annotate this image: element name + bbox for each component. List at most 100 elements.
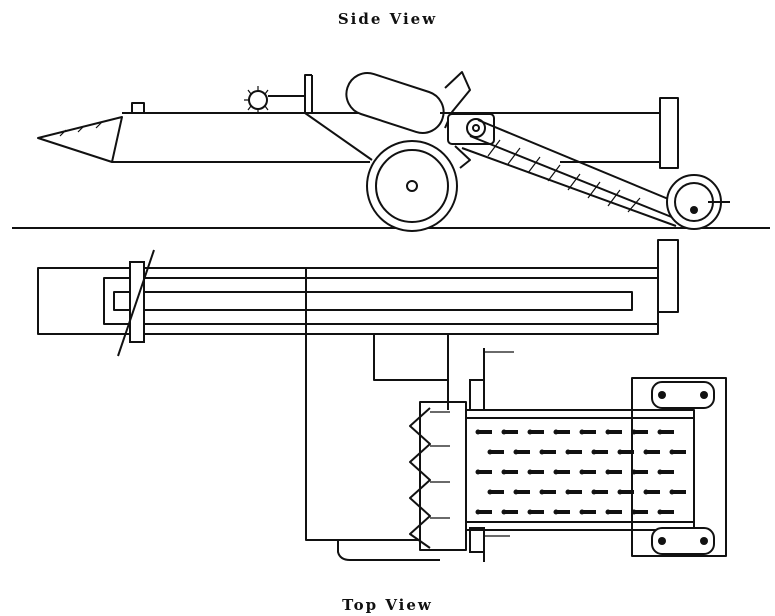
conveyor-tooth [660, 510, 674, 514]
conveyor-tooth [478, 430, 492, 434]
conveyor-tooth [594, 490, 608, 494]
large-wheel [366, 140, 458, 232]
top-view [37, 239, 727, 562]
conveyor-tooth [634, 470, 648, 474]
conveyor-tooth [516, 490, 530, 494]
conveyor-tooth [542, 490, 556, 494]
conveyor-tooth [504, 510, 518, 514]
conveyor-tooth-head [605, 429, 611, 435]
rear-carriage [631, 377, 727, 557]
conveyor-tooth-head [657, 469, 663, 475]
conveyor-tooth-head [475, 509, 481, 515]
conveyor-tooth [530, 470, 544, 474]
conveyor-tooth [504, 470, 518, 474]
conveyor-tooth-head [475, 429, 481, 435]
conveyor-tooth-head [487, 449, 493, 455]
conveyor-tooth [478, 470, 492, 474]
top-beam-slot [113, 291, 633, 311]
top-beam-inner [103, 277, 659, 325]
conveyor-tooth [660, 430, 674, 434]
conveyor-tooth-head [579, 509, 585, 515]
conveyor-tooth-head [527, 509, 533, 515]
conveyor-tooth [620, 450, 634, 454]
conveyor-tooth-head [513, 449, 519, 455]
housing-bottom-tab [337, 540, 440, 561]
conveyor-tooth [556, 510, 570, 514]
conveyor-tooth [556, 470, 570, 474]
conveyor-tooth-head [527, 469, 533, 475]
conveyor-tooth [478, 510, 492, 514]
conveyor-tooth-head [539, 449, 545, 455]
conveyor-tooth [620, 490, 634, 494]
conveyor-tooth-head [539, 489, 545, 495]
pivot-joint [447, 113, 495, 169]
conveyor-tooth-head [657, 509, 663, 515]
conveyor-tooth-head [513, 489, 519, 495]
conveyor-tooth [660, 470, 674, 474]
conveyor-tooth [646, 450, 660, 454]
conveyor-tooth [672, 450, 686, 454]
conveyor-tooth [542, 450, 556, 454]
conveyor-tooth [594, 450, 608, 454]
conveyor-tooth-head [553, 469, 559, 475]
conveyor-tooth-head [553, 429, 559, 435]
housing-notch [373, 334, 449, 381]
conveyor-tooth [530, 430, 544, 434]
conveyor-teeth [487, 139, 641, 213]
conveyor-tooth-head [617, 449, 623, 455]
carriage-frame [631, 377, 727, 557]
top-sprocket [244, 86, 305, 114]
conveyor-tooth [568, 450, 582, 454]
conveyor-tooth [568, 490, 582, 494]
conveyor-tooth-head [565, 449, 571, 455]
conveyor-tooth [582, 430, 596, 434]
conveyor-tooth [608, 430, 622, 434]
side-cap [131, 102, 145, 114]
conveyor-tooth [646, 490, 660, 494]
oval-tank [345, 72, 445, 134]
conveyor-tooth-head [605, 509, 611, 515]
conveyor-tooth-head [527, 429, 533, 435]
conveyor-tooth-head [669, 489, 675, 495]
conveyor-tooth-head [669, 449, 675, 455]
conveyor-tooth [608, 510, 622, 514]
side-body-top [122, 74, 312, 114]
front-point [37, 116, 123, 163]
conveyor-tooth [530, 510, 544, 514]
conveyor-tooth-head [617, 489, 623, 495]
clamp-diagonal [117, 249, 155, 357]
rear-upright [659, 97, 679, 169]
conveyor-tooth-head [487, 489, 493, 495]
conveyor-tooth-head [591, 489, 597, 495]
conveyor-tooth [672, 490, 686, 494]
auger-flights [409, 407, 431, 549]
inclined-conveyor [461, 119, 691, 227]
conveyor-tooth [634, 510, 648, 514]
conveyor-tooth-head [657, 429, 663, 435]
side-view [12, 71, 770, 232]
housing-left-edge [305, 268, 420, 541]
conveyor-bed [465, 409, 695, 531]
conveyor-tooth-head [475, 469, 481, 475]
conveyor-tooth [490, 450, 504, 454]
shaft-bolts [469, 348, 514, 562]
conveyor-tooth [608, 470, 622, 474]
conveyor-tooth-head [591, 449, 597, 455]
conveyor-tooth-head [605, 469, 611, 475]
front-point-marks [59, 121, 103, 137]
carriage-roller-top [651, 381, 715, 409]
conveyor-tooth-head [501, 429, 507, 435]
conveyor-tooth-head [579, 469, 585, 475]
side-view-caption: Side View [337, 10, 438, 28]
conveyor-frame [465, 409, 695, 531]
auger [409, 401, 467, 551]
side-housing [304, 75, 373, 161]
conveyor-tooth-head [501, 469, 507, 475]
top-rear-upright [657, 239, 679, 313]
conveyor-tooth [582, 470, 596, 474]
conveyor-tooth [490, 490, 504, 494]
conveyor-tooth-head [553, 509, 559, 515]
conveyor-tooth [504, 430, 518, 434]
conveyor-tooth [516, 450, 530, 454]
